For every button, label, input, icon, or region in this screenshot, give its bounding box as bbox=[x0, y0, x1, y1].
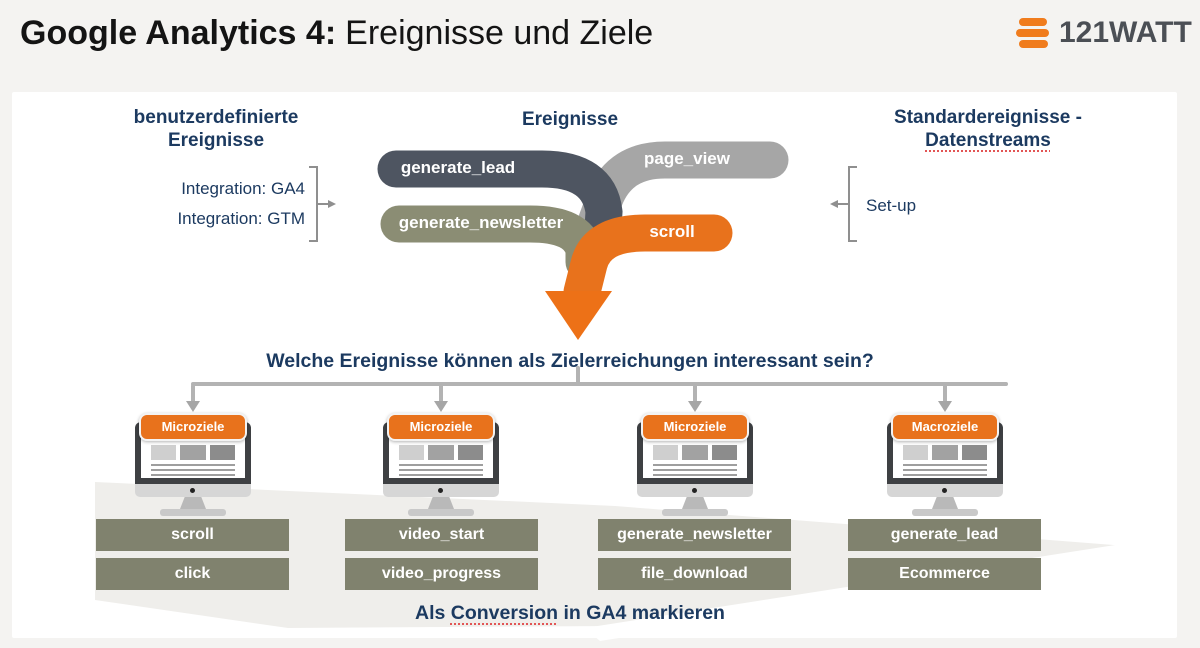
camera-dot-icon bbox=[692, 488, 697, 493]
footer-note: Als Conversion in GA4 markieren bbox=[165, 602, 975, 625]
custom-events-heading: benutzerdefinierte Ereignisse bbox=[105, 106, 327, 152]
camera-dot-icon bbox=[190, 488, 195, 493]
brand-name: 121WATT bbox=[1059, 16, 1192, 49]
event-tag: video_progress bbox=[345, 558, 538, 590]
monitor-chin bbox=[135, 484, 251, 497]
bracket-left-arrowhead bbox=[328, 200, 336, 208]
question-text: Welche Ereignisse können als Zielerreich… bbox=[266, 350, 874, 372]
camera-dot-icon bbox=[942, 488, 947, 493]
pill-generate-lead bbox=[377, 150, 623, 263]
custom-events-heading-line2: Ereignisse bbox=[167, 130, 265, 151]
event-tag: generate_newsletter bbox=[598, 519, 791, 551]
custom-events-items: Integration: GA4 Integration: GTM bbox=[130, 174, 305, 234]
monitor-stand bbox=[428, 497, 454, 509]
pill-scroll bbox=[563, 214, 733, 311]
brand-logo: 121WATT bbox=[1016, 16, 1192, 50]
tree-arrowheads bbox=[186, 401, 952, 412]
event-tag: video_start bbox=[345, 519, 538, 551]
standard-events-heading-line1: Standardereignisse - bbox=[894, 107, 1082, 128]
camera-dot-icon bbox=[438, 488, 443, 493]
page-title-product: Google Analytics 4: bbox=[20, 14, 337, 52]
monitor-base bbox=[408, 509, 474, 516]
standard-events-heading: Standardereignisse - Datenstreams bbox=[860, 106, 1116, 152]
pill-label-generate-lead: generate_lead bbox=[400, 158, 516, 177]
brand-bars-icon bbox=[1016, 17, 1052, 50]
event-tag: file_download bbox=[598, 558, 791, 590]
growth-wedge bbox=[95, 482, 1152, 628]
integration-ga4-item: Integration: GA4 bbox=[181, 179, 305, 198]
event-tag: scroll bbox=[96, 519, 289, 551]
goal-badge: Microziele bbox=[387, 413, 495, 441]
standard-events-heading-line2: Datenstreams bbox=[925, 130, 1051, 151]
bracket-right-icon bbox=[838, 166, 857, 242]
event-tag: click bbox=[96, 558, 289, 590]
goal-badge: Microziele bbox=[139, 413, 247, 441]
monitor-base bbox=[912, 509, 978, 516]
tree-connector bbox=[191, 366, 1008, 404]
monitor-base bbox=[160, 509, 226, 516]
pill-label-generate-newsletter: generate_newsletter bbox=[398, 213, 564, 232]
funnel-arrowhead bbox=[545, 291, 612, 340]
monitor-stand bbox=[180, 497, 206, 509]
footer-note-conversion: Conversion bbox=[450, 602, 559, 624]
footer-note-prefix: Als bbox=[415, 602, 451, 624]
monitor-chin bbox=[383, 484, 499, 497]
setup-item: Set-up bbox=[866, 196, 917, 215]
bracket-right-arrowhead bbox=[830, 200, 838, 208]
goal-badge: Macroziele bbox=[891, 413, 999, 441]
integration-gtm-item: Integration: GTM bbox=[177, 209, 305, 228]
pill-label-page-view: page_view bbox=[644, 149, 730, 168]
monitor-stand bbox=[932, 497, 958, 509]
page-title: Google Analytics 4:Ereignisse und Ziele bbox=[20, 14, 653, 53]
event-tag: Ecommerce bbox=[848, 558, 1041, 590]
footer-note-suffix: in GA4 markieren bbox=[558, 602, 725, 624]
monitor-chin bbox=[887, 484, 1003, 497]
pill-label-scroll: scroll bbox=[649, 222, 695, 241]
bracket-left-icon bbox=[309, 166, 328, 242]
monitor-chin bbox=[637, 484, 753, 497]
monitor-stand bbox=[682, 497, 708, 509]
monitor-base bbox=[662, 509, 728, 516]
events-heading: Ereignisse bbox=[521, 109, 619, 130]
custom-events-heading-line1: benutzerdefinierte bbox=[133, 107, 299, 128]
page-title-topic: Ereignisse und Ziele bbox=[345, 14, 654, 52]
goal-badge: Microziele bbox=[641, 413, 749, 441]
event-tag: generate_lead bbox=[848, 519, 1041, 551]
